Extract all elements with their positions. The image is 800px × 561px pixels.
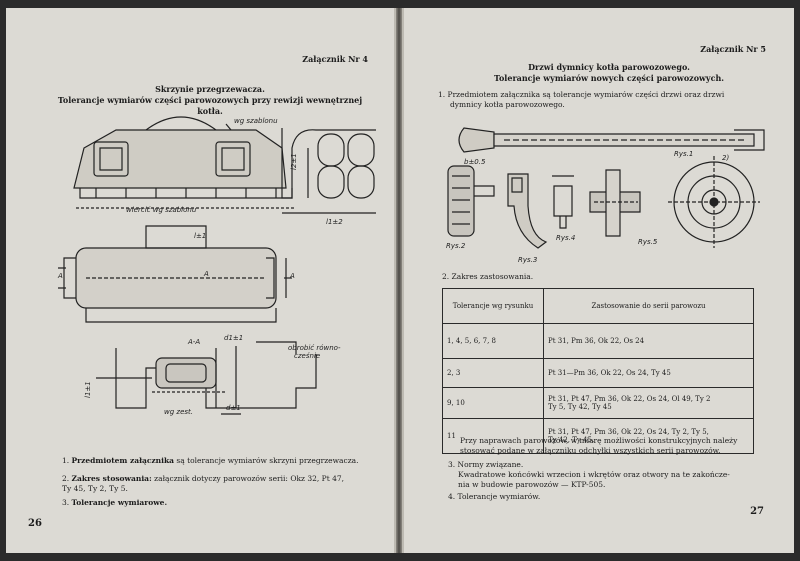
bracket-view <box>590 170 640 236</box>
label-b: b±0.5 <box>464 158 486 166</box>
table-cell: Pt 31—Pm 36, Ok 22, Os 24, Ty 45 <box>543 358 754 388</box>
plan-view <box>58 226 292 322</box>
table-cell: 1, 4, 5, 6, 7, 8 <box>442 323 544 359</box>
table-row: 9, 10 Pt 31, Pt 47, Pm 36, Ok 22, Os 24,… <box>442 387 754 419</box>
table-cell: 2, 3 <box>442 358 544 388</box>
left-item-3: 3. Tolerancje wymiarowe. <box>62 498 168 507</box>
label-machine: obrobić równo- <box>288 344 341 352</box>
label-mark-2: 2) <box>722 154 729 162</box>
left-page: Załącznik Nr 4 Skrzynie przegrzewacza. T… <box>6 8 396 553</box>
label-a-mid: A <box>203 270 209 278</box>
right-item-4: 4. Tolerancje wymiarów. <box>448 492 541 501</box>
label-d: d±1 <box>226 404 241 412</box>
right-page: Załącznik Nr 5 Drzwi dymnicy kotła parow… <box>402 8 794 553</box>
page-number: 26 <box>28 518 42 529</box>
book-gutter <box>396 8 402 553</box>
disc-view <box>668 156 760 248</box>
bolt-view <box>552 176 574 228</box>
right-note: Przy naprawach parowozów, w miarę możliw… <box>460 436 738 455</box>
side-view <box>282 128 376 213</box>
smokebox-door-drawing: Rys.1 2) b±0.5 Rys.2 Rys.3 Rys.4 Rys.5 <box>446 116 784 264</box>
right-item-1: 1. Przedmiotem załącznika są tolerancje … <box>438 90 725 109</box>
label-fig-5: Rys.5 <box>638 238 658 246</box>
table-cell: Pt 31, Pt 47, Pm 36, Ok 22, Os 24, Ty 2,… <box>543 418 754 454</box>
superheater-header-drawing: wg szablonu wiercić wg szablonu l1±2 l2±… <box>57 108 386 416</box>
right-item-3: 3. Normy związane. Kwadratowe końcówki w… <box>448 460 730 489</box>
table-row: 1, 4, 5, 6, 7, 8 Pt 31, Pm 36, Ok 22, Os… <box>442 323 754 359</box>
label-a-right: A <box>289 272 295 280</box>
handle-view <box>448 166 494 236</box>
title-line-2: Tolerancje wymiarów części parowozowych … <box>57 95 363 116</box>
front-view <box>74 117 296 208</box>
table-header: Tolerancje wg rysunku <box>442 288 544 324</box>
label-l1: l1±2 <box>326 218 343 226</box>
table-row: 11 Pt 31, Pt 47, Pm 36, Ok 22, Os 24, Ty… <box>442 418 754 454</box>
label-d1: d1±1 <box>224 334 243 342</box>
appendix-number: Załącznik Nr 5 <box>700 44 766 54</box>
label-l1s: l1±1 <box>84 381 92 398</box>
title-line-2: Tolerancje wymiarów nowych części parowo… <box>493 73 725 83</box>
label-drill: wiercić wg szablonu <box>126 206 197 214</box>
label-fig-2: Rys.2 <box>446 242 466 250</box>
label-fig-3: Rys.3 <box>518 256 537 264</box>
label-template: wg szablonu <box>234 117 278 125</box>
usage-table: Tolerancje wg rysunku Zastosowanie do se… <box>442 288 754 454</box>
label-fig-1: Rys.1 <box>674 150 693 158</box>
right-item-2: 2. Zakres zastosowania. <box>442 272 534 281</box>
label-fig-4: Rys.4 <box>556 234 575 242</box>
page-number: 27 <box>750 506 764 517</box>
label-l: l±1 <box>194 232 206 240</box>
table-header-row: Tolerancje wg rysunku Zastosowanie do se… <box>442 288 754 324</box>
page-title: Skrzynie przegrzewacza. Tolerancje wymia… <box>46 84 374 117</box>
lever-view <box>508 174 546 248</box>
table-cell: 9, 10 <box>442 387 544 419</box>
section-view <box>96 342 316 414</box>
table-row: 2, 3 Pt 31—Pm 36, Ok 22, Os 24, Ty 45 <box>442 358 754 388</box>
label-assembly: wg zest. <box>164 408 193 416</box>
title-line-1: Drzwi dymnicy kotła parowozowego. <box>528 62 690 72</box>
left-item-2: 2. Zakres stosowania: załącznik dotyczy … <box>62 474 345 493</box>
table-cell: 11 <box>442 418 544 454</box>
label-machine-2: cześnie <box>294 352 320 360</box>
spindle-view <box>459 128 764 152</box>
table-header: Zastosowanie do serii parowozu <box>543 288 754 324</box>
label-l2: l2±1 <box>290 153 298 170</box>
label-section: A-A <box>187 338 200 346</box>
table-cell: Pt 31, Pt 47, Pm 36, Ok 22, Os 24, Ol 49… <box>543 387 754 419</box>
appendix-number: Załącznik Nr 4 <box>302 54 368 64</box>
label-a-left: A <box>57 272 63 280</box>
page-title: Drzwi dymnicy kotła parowozowego. Tolera… <box>444 62 774 84</box>
table-cell: Pt 31, Pm 36, Ok 22, Os 24 <box>543 323 754 359</box>
left-item-1: 1. Przedmiotem załącznika są tolerancje … <box>62 456 359 465</box>
title-line-1: Skrzynie przegrzewacza. <box>155 84 265 94</box>
